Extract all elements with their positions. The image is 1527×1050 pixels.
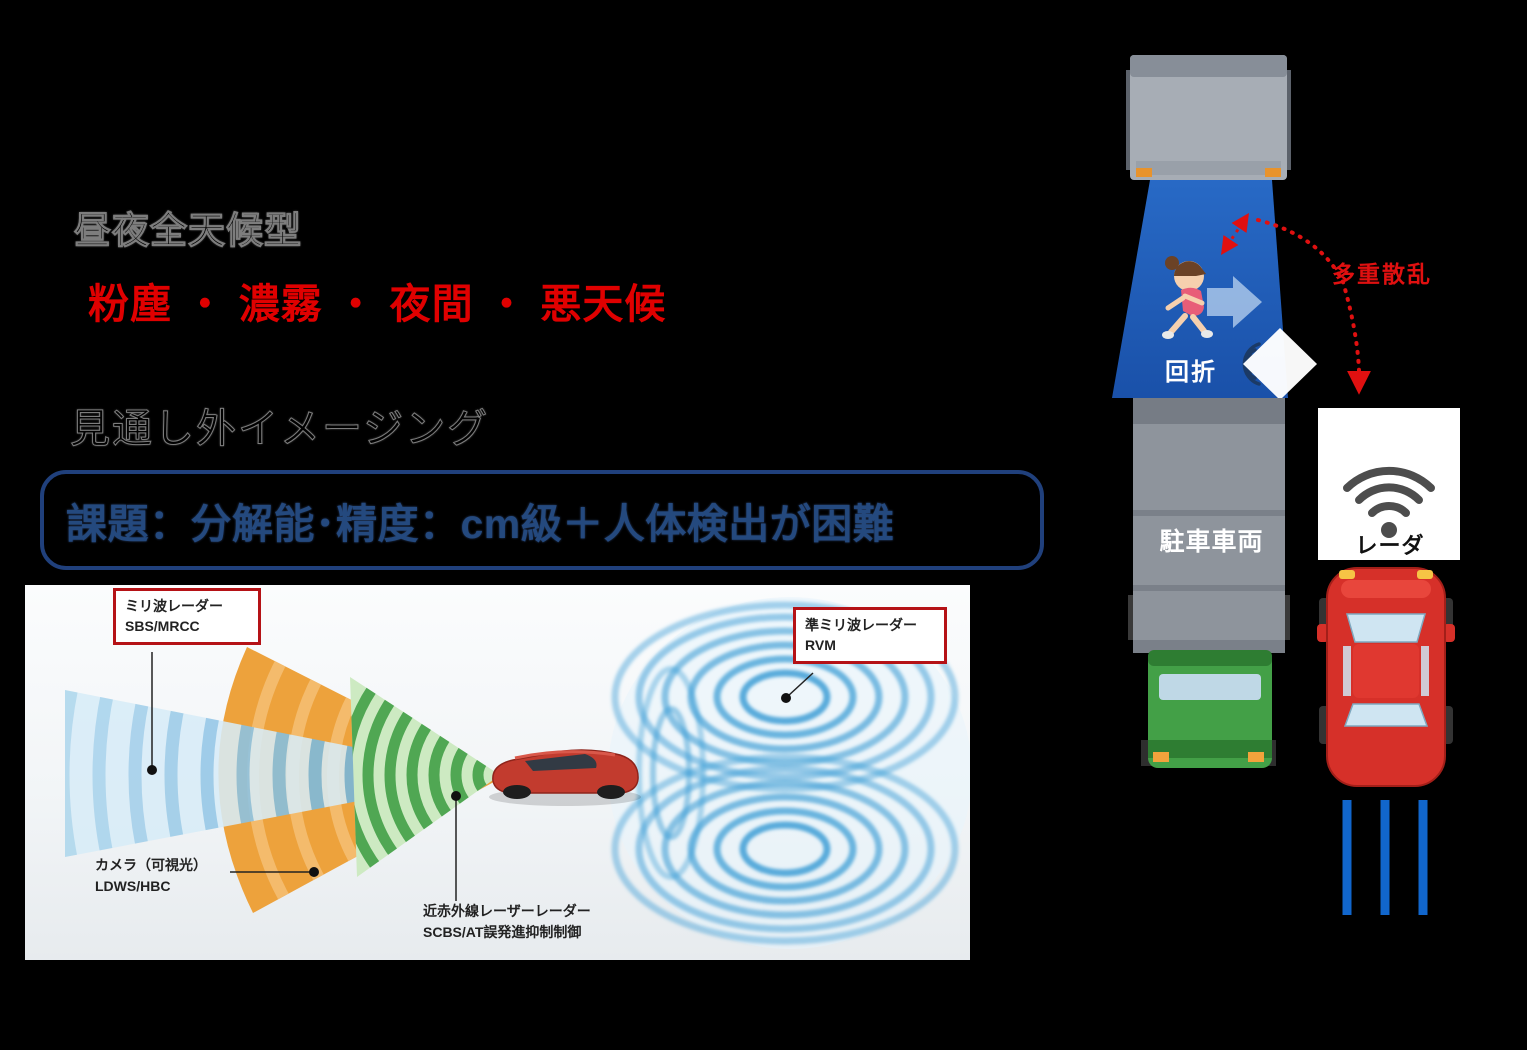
- diffraction-icon: [1242, 328, 1317, 400]
- laser-name: 近赤外線レーザーレーダー: [423, 903, 591, 919]
- multiple-scattering-arrows: [1221, 213, 1371, 395]
- laser-model: SCBS/AT誤発進抑制制御: [423, 924, 582, 940]
- quasi-model: RVM: [805, 637, 836, 654]
- label-laser-radar: 近赤外線レーザーレーダー SCBS/AT誤発進抑制制御: [423, 901, 591, 943]
- quasi-name: 準ミリ波レーダー: [805, 617, 917, 633]
- parked-vehicle-label: 駐車車両: [1159, 528, 1264, 556]
- motion-arrow-icon: [1207, 276, 1262, 328]
- truck-top-view: [1126, 55, 1291, 180]
- quasi-mmwave-field: [608, 597, 970, 949]
- street-scene-graphic: [1112, 55, 1460, 915]
- headline-all-weather: 昼夜全天候型: [74, 210, 302, 252]
- headline-nlos-imaging: 見通し外イメージング: [69, 407, 490, 452]
- label-mmwave-radar: ミリ波レーダー SBS/MRCC: [113, 588, 261, 645]
- label-camera: カメラ（可視光） LDWS/HBC: [95, 855, 207, 897]
- radar-wifi-icon: [1343, 466, 1435, 517]
- label-quasi-mmwave-radar: 準ミリ波レーダー RVM: [793, 607, 947, 664]
- radar-label: レーダ: [1355, 533, 1425, 558]
- host-car-illustration: [489, 749, 641, 806]
- parked-vehicle-trailer: [1128, 398, 1290, 653]
- challenge-text: 課題：分解能･精度：cm級＋人体検出が困難: [66, 501, 895, 547]
- challenge-box: 課題：分解能･精度：cm級＋人体検出が困難: [40, 470, 1044, 570]
- camera-name: カメラ（可視光）: [95, 857, 207, 873]
- figure-leader-lines: [147, 652, 814, 901]
- parked-vehicle-cab: [1141, 650, 1276, 768]
- mmwave-name: ミリ波レーダー: [125, 598, 223, 614]
- red-car-top-view: [1317, 567, 1455, 787]
- sensor-cones-graphic: [65, 597, 970, 949]
- mmwave-model: SBS/MRCC: [125, 618, 200, 635]
- headline-conditions: 粉塵 ・ 濃霧 ・ 夜間 ・ 悪天候: [88, 281, 667, 327]
- running-child-illustration: [1162, 256, 1213, 339]
- sensor-range-figure: ミリ波レーダー SBS/MRCC 準ミリ波レーダー RVM カメラ（可視光） L…: [25, 585, 970, 960]
- diffraction-label: 回折: [1165, 359, 1217, 386]
- radar-beam-lines: [1342, 800, 1428, 915]
- camera-model: LDWS/HBC: [95, 878, 171, 894]
- multiple-scattering-label: 多重散乱: [1332, 261, 1432, 287]
- radar-box: [1318, 408, 1460, 560]
